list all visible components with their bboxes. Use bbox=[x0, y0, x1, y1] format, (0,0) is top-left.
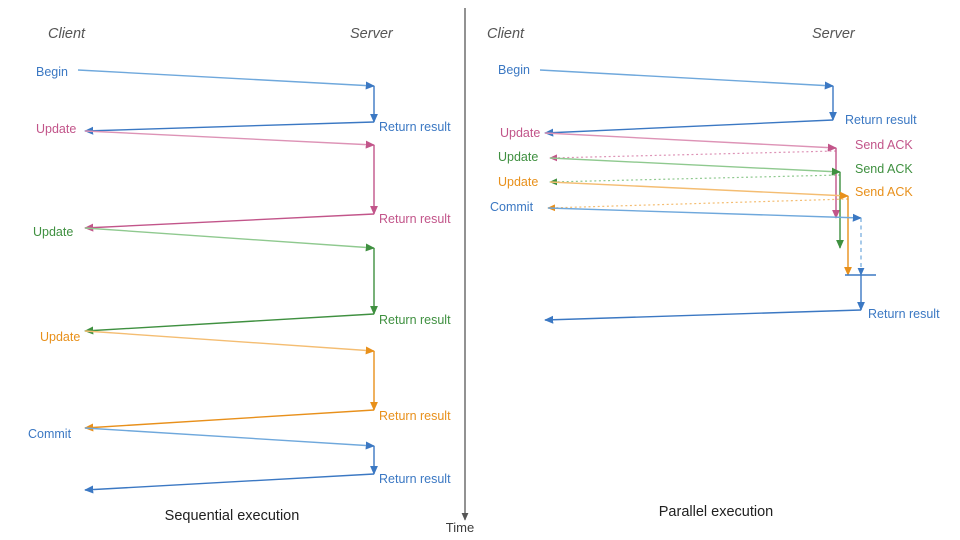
message-arrow-update2-request bbox=[84, 227, 375, 252]
message-arrow-commit-request bbox=[84, 427, 375, 450]
message-arrow-update1-response bbox=[84, 213, 375, 232]
message-label-update3-request: Update bbox=[40, 330, 80, 344]
message-arrow-begin-request bbox=[77, 69, 375, 90]
time-axis-group: Time bbox=[446, 8, 474, 535]
message-label-update1-request: Update bbox=[36, 122, 76, 136]
message-label-update3-ack: Send ACK bbox=[855, 185, 913, 199]
message-label-commit-request: Commit bbox=[28, 427, 72, 441]
message-arrow-begin-request bbox=[539, 69, 834, 90]
message-arrow-update3-response bbox=[84, 409, 375, 432]
message-label-begin-request: Begin bbox=[36, 65, 68, 79]
message-label-begin-response: Return result bbox=[845, 113, 917, 127]
message-label-update1-response: Return result bbox=[379, 212, 451, 226]
message-label-update2-request: Update bbox=[498, 150, 538, 164]
message-arrow-update2-ack bbox=[549, 174, 841, 186]
message-arrow-update1-request bbox=[544, 132, 837, 152]
message-label-update3-request: Update bbox=[498, 175, 538, 189]
message-arrow-commit-response bbox=[544, 309, 862, 324]
message-arrow-update2-request bbox=[549, 157, 841, 176]
message-label-update2-request: Update bbox=[33, 225, 73, 239]
message-label-update1-ack: Send ACK bbox=[855, 138, 913, 152]
message-label-update1-request: Update bbox=[500, 126, 540, 140]
panel-caption-parallel: Parallel execution bbox=[659, 504, 773, 520]
message-arrow-update3-ack bbox=[547, 198, 849, 212]
message-arrow-update3-request bbox=[84, 330, 375, 355]
message-label-update2-response: Return result bbox=[379, 313, 451, 327]
message-arrow-commit-response bbox=[84, 473, 375, 494]
message-label-commit-request: Commit bbox=[490, 200, 534, 214]
message-arrow-update1-request bbox=[84, 130, 375, 149]
message-arrow-commit-request bbox=[547, 207, 862, 222]
client-actor-label: Client bbox=[48, 26, 86, 42]
message-label-update3-response: Return result bbox=[379, 409, 451, 423]
message-arrow-begin-response bbox=[544, 119, 834, 137]
message-arrow-begin-response bbox=[84, 121, 375, 135]
message-arrow-update1-ack bbox=[549, 150, 837, 162]
message-label-commit-response: Return result bbox=[379, 472, 451, 486]
message-label-begin-response: Return result bbox=[379, 120, 451, 134]
server-actor-label: Server bbox=[350, 26, 394, 42]
time-axis-label: Time bbox=[446, 520, 474, 535]
message-arrow-update3-request bbox=[549, 181, 849, 200]
message-label-update2-ack: Send ACK bbox=[855, 162, 913, 176]
message-label-commit-response: Return result bbox=[868, 307, 940, 321]
client-actor-label: Client bbox=[487, 26, 525, 42]
message-label-begin-request: Begin bbox=[498, 63, 530, 77]
message-arrow-update2-response bbox=[84, 313, 375, 335]
panel-caption-sequential: Sequential execution bbox=[165, 508, 300, 524]
server-actor-label: Server bbox=[812, 26, 856, 42]
